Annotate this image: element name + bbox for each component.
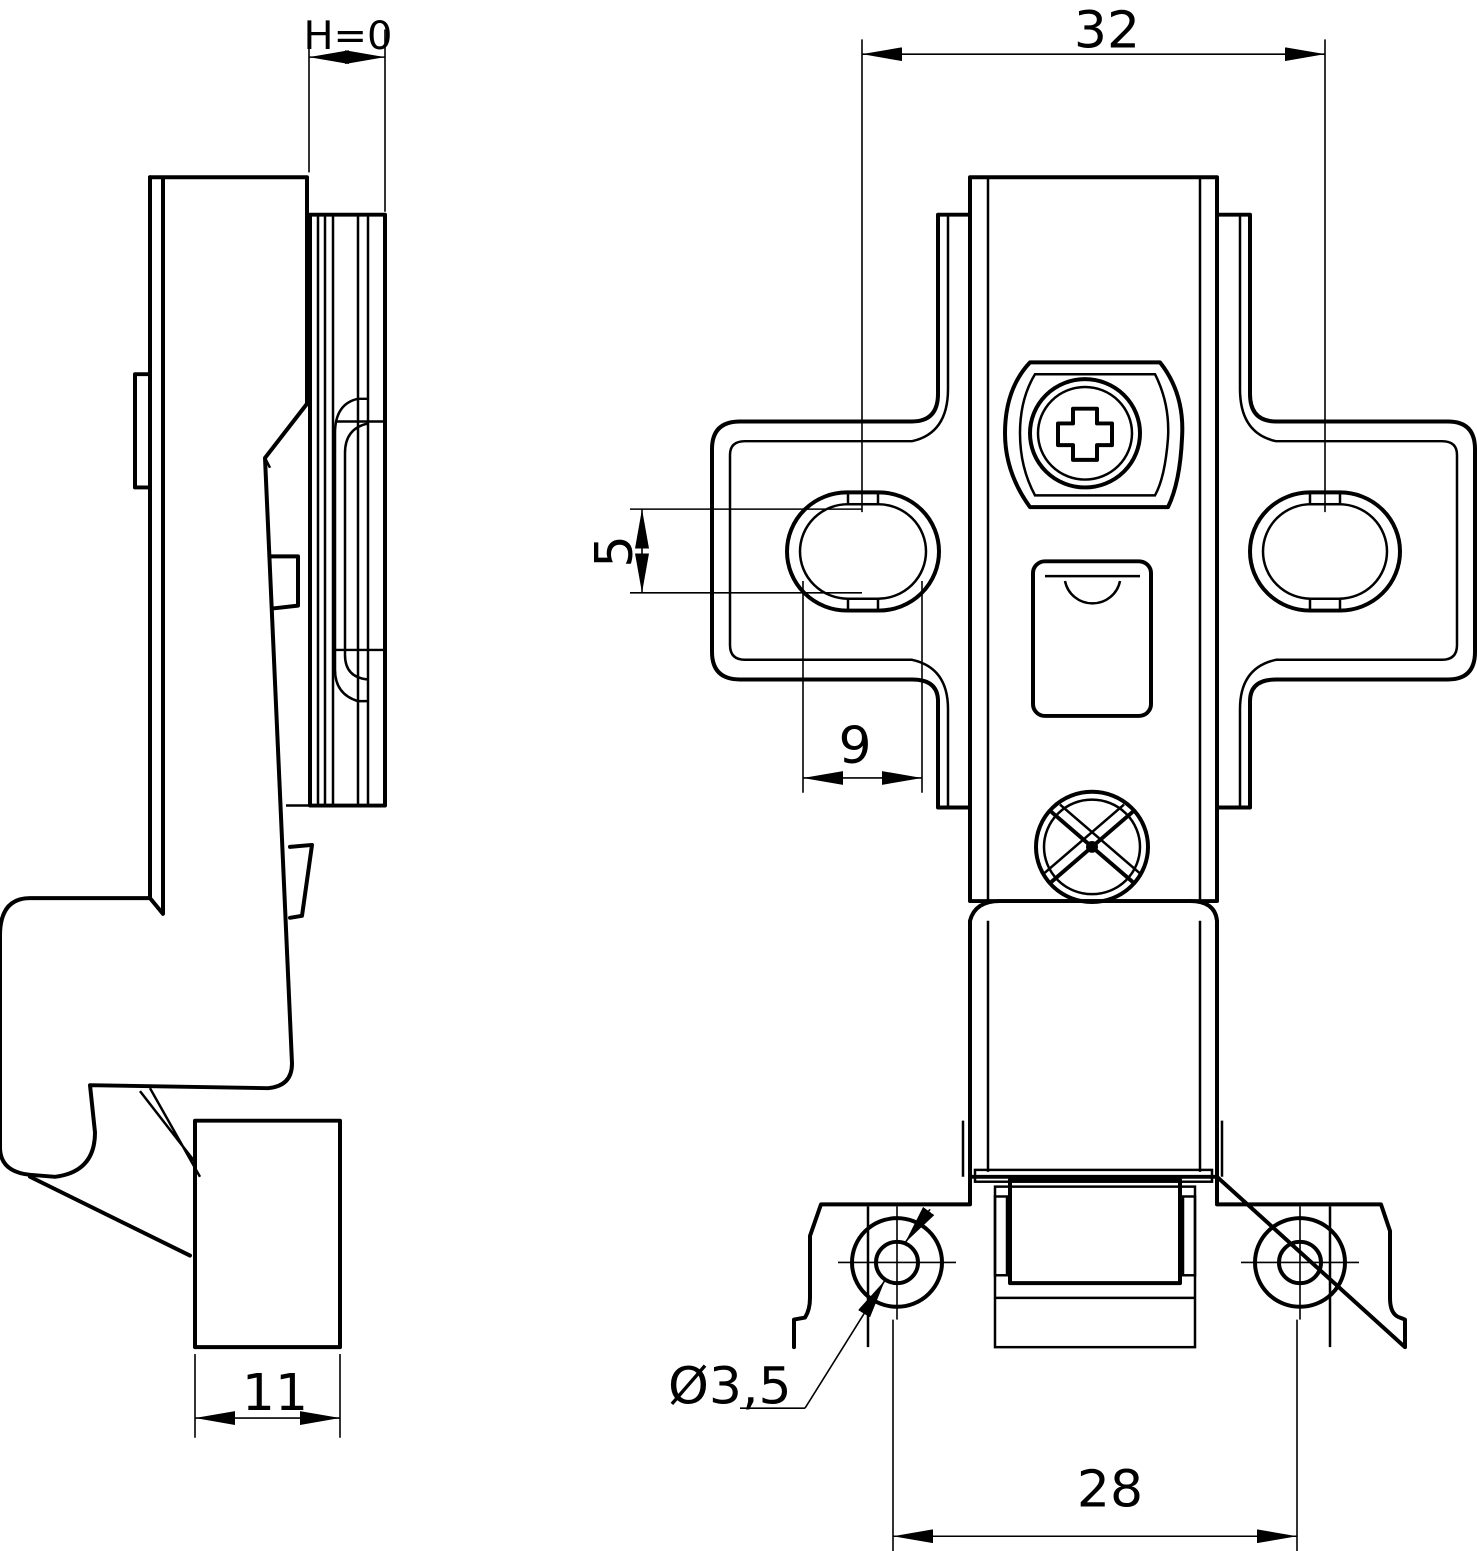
hinge-arm-side bbox=[0, 175, 309, 1179]
mounting-plate-front bbox=[710, 212, 972, 810]
screw-hole-left bbox=[838, 1206, 956, 1320]
hinge-cup-base-front bbox=[792, 1174, 1407, 1350]
arm-window bbox=[1031, 559, 1153, 718]
side-view: H=0 11 bbox=[0, 14, 393, 1438]
slot-height-dimension: 5 bbox=[585, 535, 645, 568]
front-view: 32 5 9 Ø3,5 28 bbox=[585, 1, 1477, 1551]
overlay-dimension: H=0 bbox=[303, 14, 392, 60]
hinge-cup-side bbox=[193, 1118, 342, 1350]
cup-hole-spacing-dimension: 28 bbox=[1077, 1460, 1143, 1520]
cam-screw-icon bbox=[1034, 789, 1150, 905]
slot-offset-dimension: 9 bbox=[838, 717, 871, 777]
plate-spacing-dimension: 32 bbox=[1074, 1, 1140, 61]
adjustment-screw-icon bbox=[1003, 360, 1185, 510]
arm-tab bbox=[133, 372, 152, 490]
screw-hole-right bbox=[1241, 1206, 1359, 1320]
cup-depth-dimension: 11 bbox=[242, 1364, 308, 1424]
hinge-body-front bbox=[968, 899, 1219, 1179]
hole-diameter-dimension: Ø3,5 bbox=[668, 1357, 792, 1417]
mounting-plate-side bbox=[308, 212, 387, 808]
